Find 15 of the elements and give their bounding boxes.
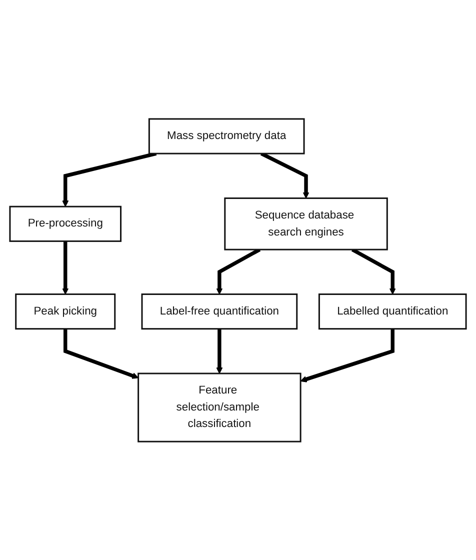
arrow [62, 240, 69, 294]
node-box: Peak picking [15, 293, 116, 330]
arrow [300, 328, 394, 382]
arrow [351, 248, 396, 294]
arrow [64, 328, 139, 379]
node-box: Label-free quantification [141, 293, 298, 330]
arrow [216, 328, 223, 374]
arrow [62, 151, 157, 207]
node-box: Pre-processing [9, 206, 122, 242]
node-box: Mass spectrometry data [148, 118, 305, 154]
node-box: Feature selection/sample classification [138, 372, 302, 442]
node-box: Sequence database search engines [224, 197, 388, 250]
arrow [260, 152, 310, 198]
arrow [216, 248, 261, 294]
node-box: Labelled quantification [318, 293, 467, 330]
